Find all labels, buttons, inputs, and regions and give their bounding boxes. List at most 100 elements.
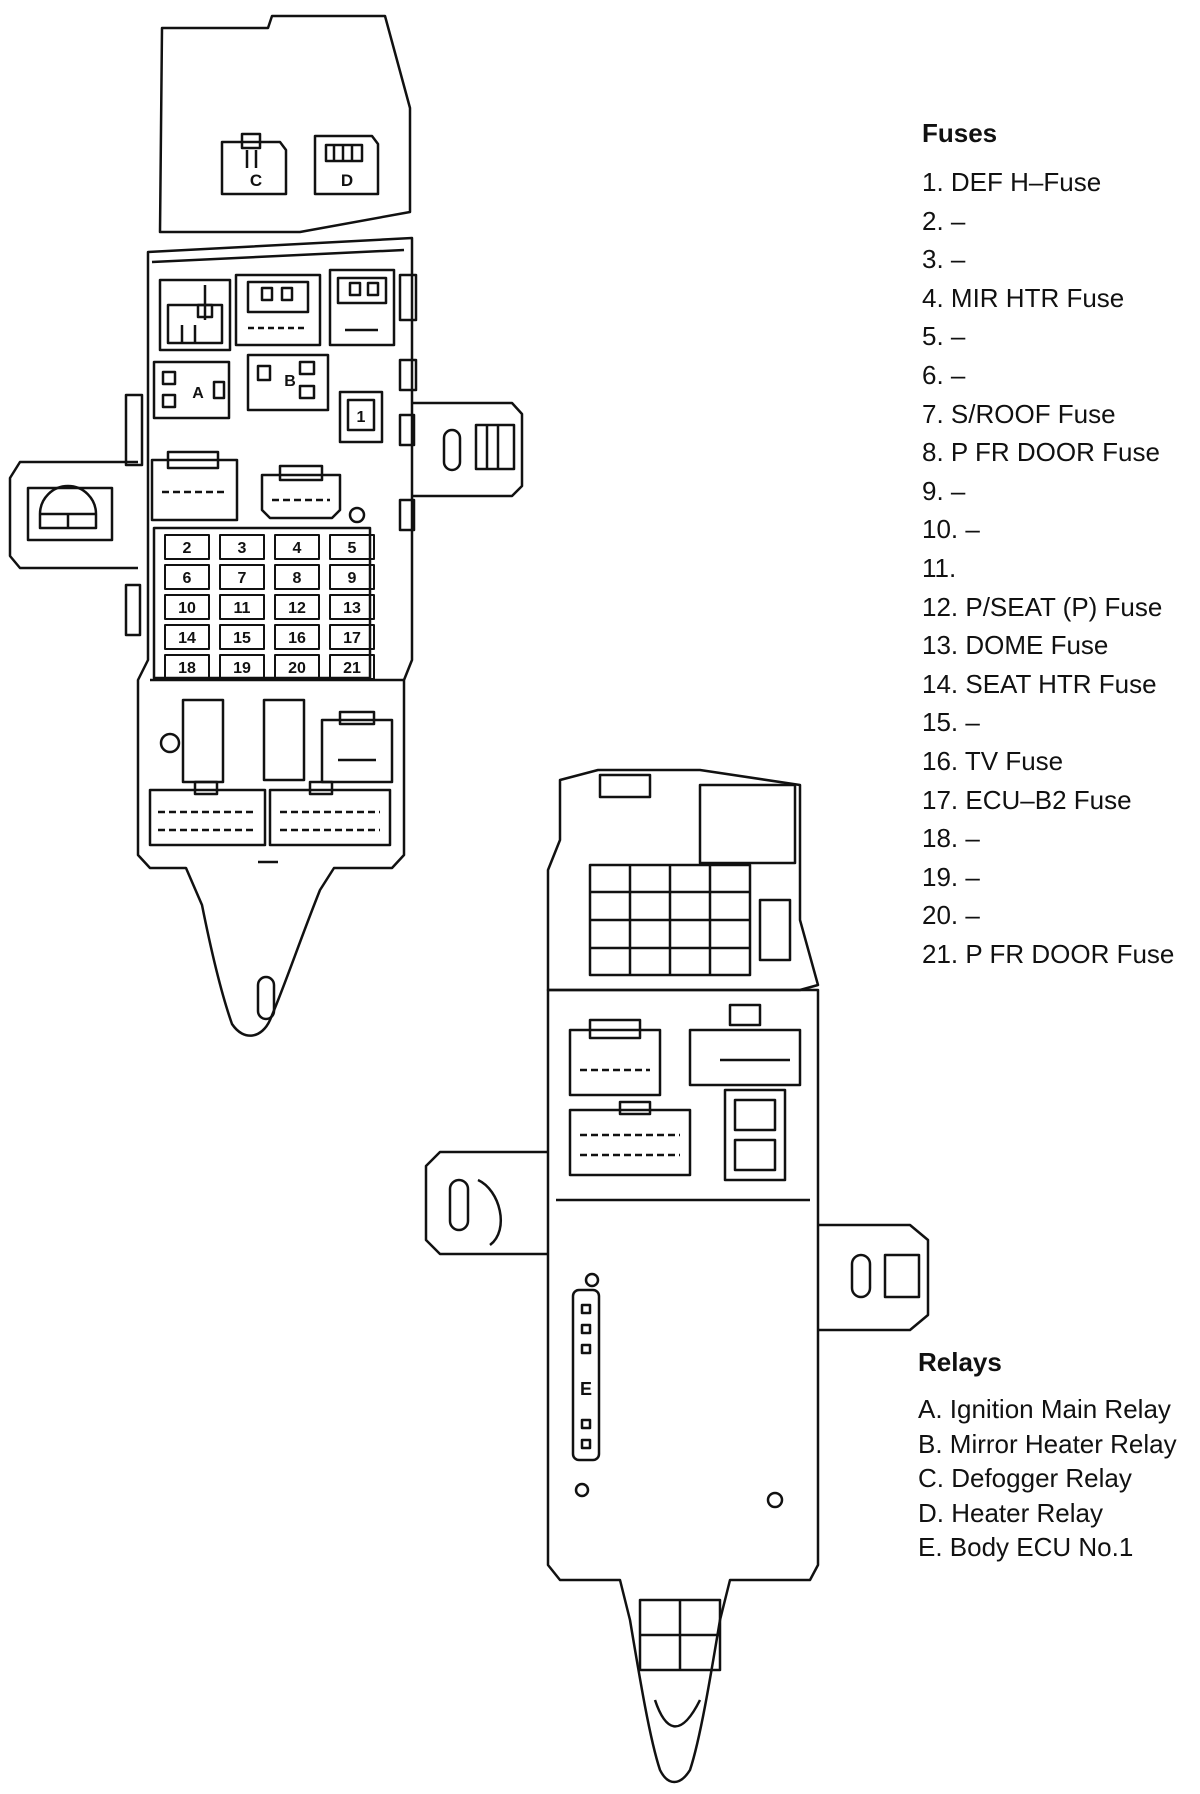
fuse-legend-item: 14. SEAT HTR Fuse <box>922 668 1157 699</box>
upper-top-cap <box>158 14 412 234</box>
fuse-legend-item: 2. – <box>922 205 966 236</box>
relay-d: D <box>313 134 380 196</box>
lower-main-body <box>546 988 820 1784</box>
fuse-legend-item: 4. MIR HTR Fuse <box>922 282 1125 313</box>
fuse-slot: 20 <box>274 654 320 680</box>
upper-connector-5 <box>260 464 366 524</box>
fuse-slot-label: 14 <box>178 630 196 647</box>
fuse-slot-label: 2 <box>183 540 192 557</box>
fuse-slot: 5 <box>329 534 375 560</box>
upper-connector-8 <box>268 780 392 847</box>
relay-legend-item: C. Defogger Relay <box>918 1463 1132 1493</box>
lower-connector-4 <box>723 1088 787 1182</box>
upper-main-body <box>136 236 414 1037</box>
fuse-legend-item: 11. <box>922 552 957 583</box>
relay-a: A <box>152 360 231 420</box>
fuse-slot-label: 3 <box>238 540 247 557</box>
relay-c: C <box>220 132 288 196</box>
fuse-slot: 16 <box>274 624 320 650</box>
fuse-list: 1. DEF H–Fuse 2. – 3. – 4. MIR HTR Fuse 5. –… <box>922 163 1174 973</box>
upper-connector-6 <box>320 710 394 784</box>
fuse-legend-item: 7. S/ROOF Fuse <box>922 398 1116 429</box>
fuse-slot: 18 <box>164 654 210 680</box>
fuse-grid: 2 3 4 5 6 7 8 9 10 11 12 13 14 15 16 17 18 19 20 21 <box>164 534 375 680</box>
lower-top-grid <box>588 863 792 977</box>
upper-mount-slot <box>256 975 276 1021</box>
fuse-slot: 4 <box>274 534 320 560</box>
fuse-legend: Fuses 1. DEF H–Fuse 2. – 3. – 4. MIR HTR Fu… <box>922 118 1174 973</box>
relay-c-label: C <box>250 171 262 190</box>
fuse-slot-label: 9 <box>348 570 357 587</box>
fuse-legend-item: 10. – <box>922 514 980 545</box>
fuse-legend-item: 5. – <box>922 321 966 352</box>
fuse-slot: 17 <box>329 624 375 650</box>
lower-connector-2 <box>688 1003 802 1087</box>
lower-left-tab <box>424 1150 548 1256</box>
relay-a-label: A <box>192 385 204 402</box>
fuse-slot: 2 <box>164 534 210 560</box>
fuse-legend-item: 9. – <box>922 475 966 506</box>
upper-connector-2 <box>234 273 322 347</box>
fuse-slot: 11 <box>219 594 265 620</box>
relay-legend-item: B. Mirror Heater Relay <box>918 1428 1177 1459</box>
fuse-slot-label: 19 <box>233 660 251 677</box>
fuse-slot-label: 17 <box>343 630 361 647</box>
upper-right-tab <box>412 401 524 498</box>
relay-legend-item: D. Heater Relay <box>918 1497 1103 1528</box>
lower-top-housing <box>546 768 820 992</box>
upper-left-tab <box>8 460 138 570</box>
upper-junction-block: C D <box>8 14 524 1037</box>
lower-right-tab <box>818 1223 930 1332</box>
fuse-slot: 8 <box>274 564 320 590</box>
fuse-legend-item: 19. – <box>922 861 980 892</box>
fuse-slot: 6 <box>164 564 210 590</box>
fuse-slot: 10 <box>164 594 210 620</box>
fuse-slot-label: 6 <box>183 570 192 587</box>
fuse-legend-item: 17. ECU–B2 Fuse <box>922 784 1132 815</box>
fuse-1-label: 1 <box>357 409 366 426</box>
fuse-legend-item: 8. P FR DOOR Fuse <box>922 437 1160 468</box>
fuse-legend-item: 18. – <box>922 823 980 854</box>
relay-d-label: D <box>341 171 353 190</box>
relay-legend: Relays A. Ignition Main Relay B. Mirror H… <box>918 1347 1177 1565</box>
fuse-legend-item: 13. DOME Fuse <box>922 630 1109 661</box>
lower-connector-3 <box>568 1100 692 1177</box>
fuse-slot: 3 <box>219 534 265 560</box>
fuse-legend-title: Fuses <box>922 118 998 148</box>
fuse-slot-label: 13 <box>343 600 361 617</box>
relay-legend-item: E. Body ECU No.1 <box>918 1532 1134 1562</box>
fuse-slot: 15 <box>219 624 265 650</box>
fuse-slot: 21 <box>329 654 375 680</box>
fuse-slot: 12 <box>274 594 320 620</box>
body-ecu-e: E <box>571 1272 601 1462</box>
fuse-legend-item: 1. DEF H–Fuse <box>922 167 1102 197</box>
relay-legend-item: A. Ignition Main Relay <box>918 1394 1171 1424</box>
upper-connector-7 <box>148 780 267 847</box>
fuse-legend-item: 6. – <box>922 359 966 390</box>
fuse-slot-label: 4 <box>293 540 302 557</box>
fuse-slot: 7 <box>219 564 265 590</box>
relay-b: B <box>246 353 330 412</box>
fuse-slot-label: 5 <box>348 540 357 557</box>
fuse-slot-label: 20 <box>288 660 306 677</box>
upper-connector-1 <box>158 278 232 352</box>
fuse-slot-label: 15 <box>233 630 251 647</box>
fuse-slot: 13 <box>329 594 375 620</box>
fuse-slot-label: 7 <box>238 570 247 587</box>
fuse-legend-item: 3. – <box>922 244 966 275</box>
lower-junction-block: E <box>424 768 930 1784</box>
fuse-slot-label: 10 <box>178 600 196 617</box>
fuse-slot-label: 21 <box>343 660 361 677</box>
fuse-legend-item: 16. TV Fuse <box>922 745 1064 776</box>
upper-connector-3 <box>328 268 396 347</box>
fuse-legend-item: 20. – <box>922 900 980 931</box>
fuse-slot-label: 8 <box>293 570 302 587</box>
fuse-slot-label: 16 <box>288 630 306 647</box>
lower-connector-1 <box>568 1018 662 1097</box>
relay-legend-title: Relays <box>918 1347 1002 1377</box>
fuse-legend-item: 21. P FR DOOR Fuse <box>922 938 1175 969</box>
fuse-slot-label: 18 <box>178 660 196 677</box>
relay-list: A. Ignition Main Relay B. Mirror Heater R… <box>918 1392 1177 1565</box>
fuse-slot-label: 12 <box>288 600 306 617</box>
